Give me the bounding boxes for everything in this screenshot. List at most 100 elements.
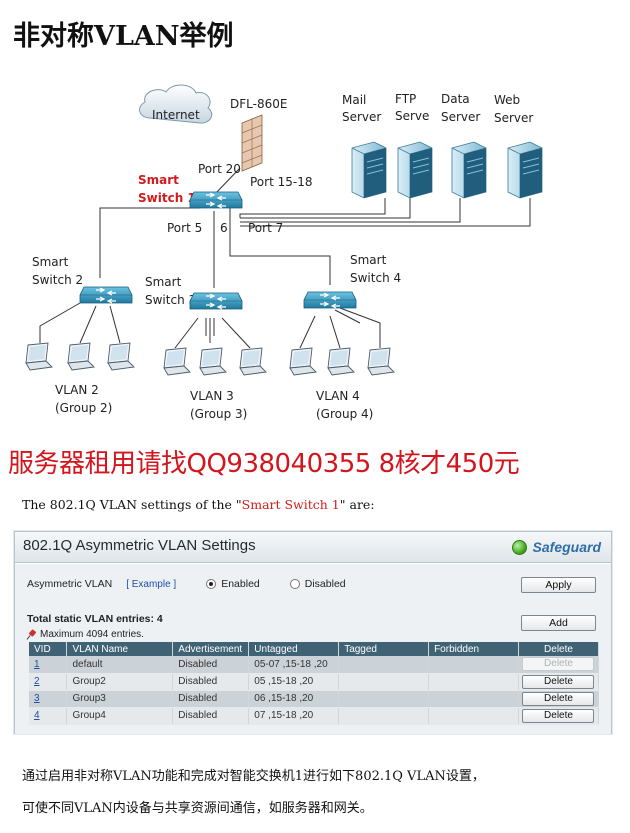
delete-button[interactable]: Delete xyxy=(522,674,595,689)
server-2-line1: FTP xyxy=(395,92,416,106)
delete-button[interactable]: Delete xyxy=(522,708,595,723)
vlan4-label-line2: (Group 4) xyxy=(316,407,373,421)
switch1-label-line2: Switch 1 xyxy=(138,191,196,205)
switch4-label-line2: Switch 4 xyxy=(350,271,401,285)
vlan4-label-line1: VLAN 4 xyxy=(316,389,360,403)
laptop-icon xyxy=(107,342,135,371)
web-server-icon xyxy=(507,141,543,199)
smart-switch-2-icon xyxy=(79,286,133,304)
forbidden-cell xyxy=(428,690,519,708)
col-vid: VID xyxy=(29,642,68,656)
disabled-radio[interactable]: Disabled xyxy=(289,578,346,590)
vlan-name-cell: Group3 xyxy=(66,690,174,708)
intro-prefix: The 802.1Q VLAN settings of the " xyxy=(22,497,242,512)
server-1-line1: Mail xyxy=(342,93,366,107)
forbidden-cell xyxy=(428,656,519,674)
apply-button[interactable]: Apply xyxy=(521,577,596,593)
intro-highlight: Smart Switch 1 xyxy=(241,497,340,512)
vlan-name-cell: Group2 xyxy=(66,673,174,691)
delete-button: Delete xyxy=(522,657,595,672)
footer-line-2: 可使不同VLAN内设备与共享资源间通信，如服务器和网关。 xyxy=(22,801,373,816)
enabled-radio-label: Enabled xyxy=(221,578,260,590)
switch2-label-line1: Smart xyxy=(32,255,69,269)
data-server-icon xyxy=(451,141,487,199)
advertisement-cell: Disabled xyxy=(172,690,250,708)
ad-banner: 服务器租用请找QQ938040355 8核才450元 xyxy=(8,449,520,479)
tagged-cell xyxy=(338,673,430,691)
vlan3-label-line1: VLAN 3 xyxy=(190,389,234,403)
safeguard-status-icon xyxy=(511,539,527,555)
smart-switch-4-icon xyxy=(303,291,357,309)
tagged-cell xyxy=(338,707,430,725)
vlan-name-cell: Group4 xyxy=(66,707,174,725)
vlan3-label-line2: (Group 3) xyxy=(190,407,247,421)
vid-link[interactable]: 4 xyxy=(34,710,40,721)
mail-server-icon xyxy=(351,141,387,199)
col-vlan-name: VLAN Name xyxy=(66,642,174,656)
server-4-line2: Server xyxy=(494,111,533,125)
firewall-label: DFL-860E xyxy=(230,97,287,111)
port7-label: Port 7 xyxy=(248,221,283,235)
server-3-line2: Server xyxy=(441,110,480,124)
col-forbidden: Forbidden xyxy=(428,642,519,656)
vid-link[interactable]: 3 xyxy=(34,693,40,704)
table-header-row: VID VLAN Name Advertisement Untagged Tag… xyxy=(29,642,600,656)
server-2-line2: Serve xyxy=(395,109,429,123)
disabled-radio-label: Disabled xyxy=(304,578,346,590)
vlan-name-cell: default xyxy=(66,656,174,674)
switch2-label-line2: Switch 2 xyxy=(32,273,83,287)
enabled-radio-dot[interactable] xyxy=(206,579,217,589)
server-1-line2: Server xyxy=(342,110,381,124)
laptop-icon xyxy=(199,347,227,376)
internet-cloud-icon xyxy=(139,84,213,124)
asymmetric-vlan-settings-panel: 802.1Q Asymmetric VLAN Settings Safeguar… xyxy=(14,531,612,734)
laptop-icon xyxy=(327,347,355,376)
enabled-radio[interactable]: Enabled xyxy=(206,578,260,590)
table-row: 1 default Disabled 05-07 ,15-18 ,20 Dele… xyxy=(29,656,600,674)
laptop-icon xyxy=(239,347,267,376)
safeguard-indicator: Safeguard xyxy=(511,539,601,555)
safeguard-label: Safeguard xyxy=(532,539,601,555)
network-diagram: Internet DFL-860E Port 20 Port 15-18 Sma… xyxy=(25,84,543,421)
untagged-cell: 05 ,15-18 ,20 xyxy=(248,673,340,691)
smart-switch-3-icon xyxy=(189,292,243,310)
max-entries-note: Maximum 4094 entries. xyxy=(27,629,144,640)
tagged-cell xyxy=(338,656,430,674)
switch3-label-line1: Smart xyxy=(145,275,182,289)
server-3-line1: Data xyxy=(441,92,470,106)
add-button[interactable]: Add xyxy=(521,615,596,631)
untagged-cell: 07 ,15-18 ,20 xyxy=(248,707,340,725)
switch1-label-line1: Smart xyxy=(138,173,179,187)
laptop-icon xyxy=(367,347,395,376)
vid-link[interactable]: 2 xyxy=(34,676,40,687)
intro-suffix: " are: xyxy=(339,497,375,512)
port1518-label: Port 15-18 xyxy=(250,175,312,189)
col-delete: Delete xyxy=(518,642,600,656)
port20-label: Port 20 xyxy=(198,162,241,176)
col-untagged: Untagged xyxy=(248,642,340,656)
switch3-label-line2: Switch 3 xyxy=(145,293,196,307)
vid-link[interactable]: 1 xyxy=(34,658,40,670)
advertisement-cell: Disabled xyxy=(172,656,250,674)
table-row: 3 Group3 Disabled 06 ,15-18 ,20 Delete xyxy=(29,690,600,708)
delete-button[interactable]: Delete xyxy=(522,691,595,706)
disabled-radio-dot[interactable] xyxy=(289,579,300,589)
advertisement-cell: Disabled xyxy=(172,673,250,691)
port6-label: 6 xyxy=(220,221,228,235)
max-entries-text: Maximum 4094 entries. xyxy=(40,629,144,640)
laptop-icon xyxy=(289,347,317,376)
vlan-table: VID VLAN Name Advertisement Untagged Tag… xyxy=(29,642,600,725)
pin-icon xyxy=(27,630,36,639)
panel-body: Asymmetric VLAN [ Example ] Enabled Disa… xyxy=(15,564,611,734)
example-link[interactable]: [ Example ] xyxy=(126,578,177,590)
smart-switch-1-icon xyxy=(189,191,243,209)
footer-line-1: 通过启用非对称VLAN功能和完成对智能交换机1进行如下802.1Q VLAN设置… xyxy=(22,769,485,784)
forbidden-cell xyxy=(428,707,519,725)
advertisement-cell: Disabled xyxy=(172,707,250,725)
untagged-cell: 06 ,15-18 ,20 xyxy=(248,690,340,708)
laptop-icon xyxy=(25,342,53,371)
table-row: 4 Group4 Disabled 07 ,15-18 ,20 Delete xyxy=(29,707,600,725)
vlan2-label-line1: VLAN 2 xyxy=(55,383,99,397)
asymmetric-vlan-row: Asymmetric VLAN [ Example ] Enabled Disa… xyxy=(27,578,346,590)
total-entries: Total static VLAN entries: 4 xyxy=(27,613,163,625)
